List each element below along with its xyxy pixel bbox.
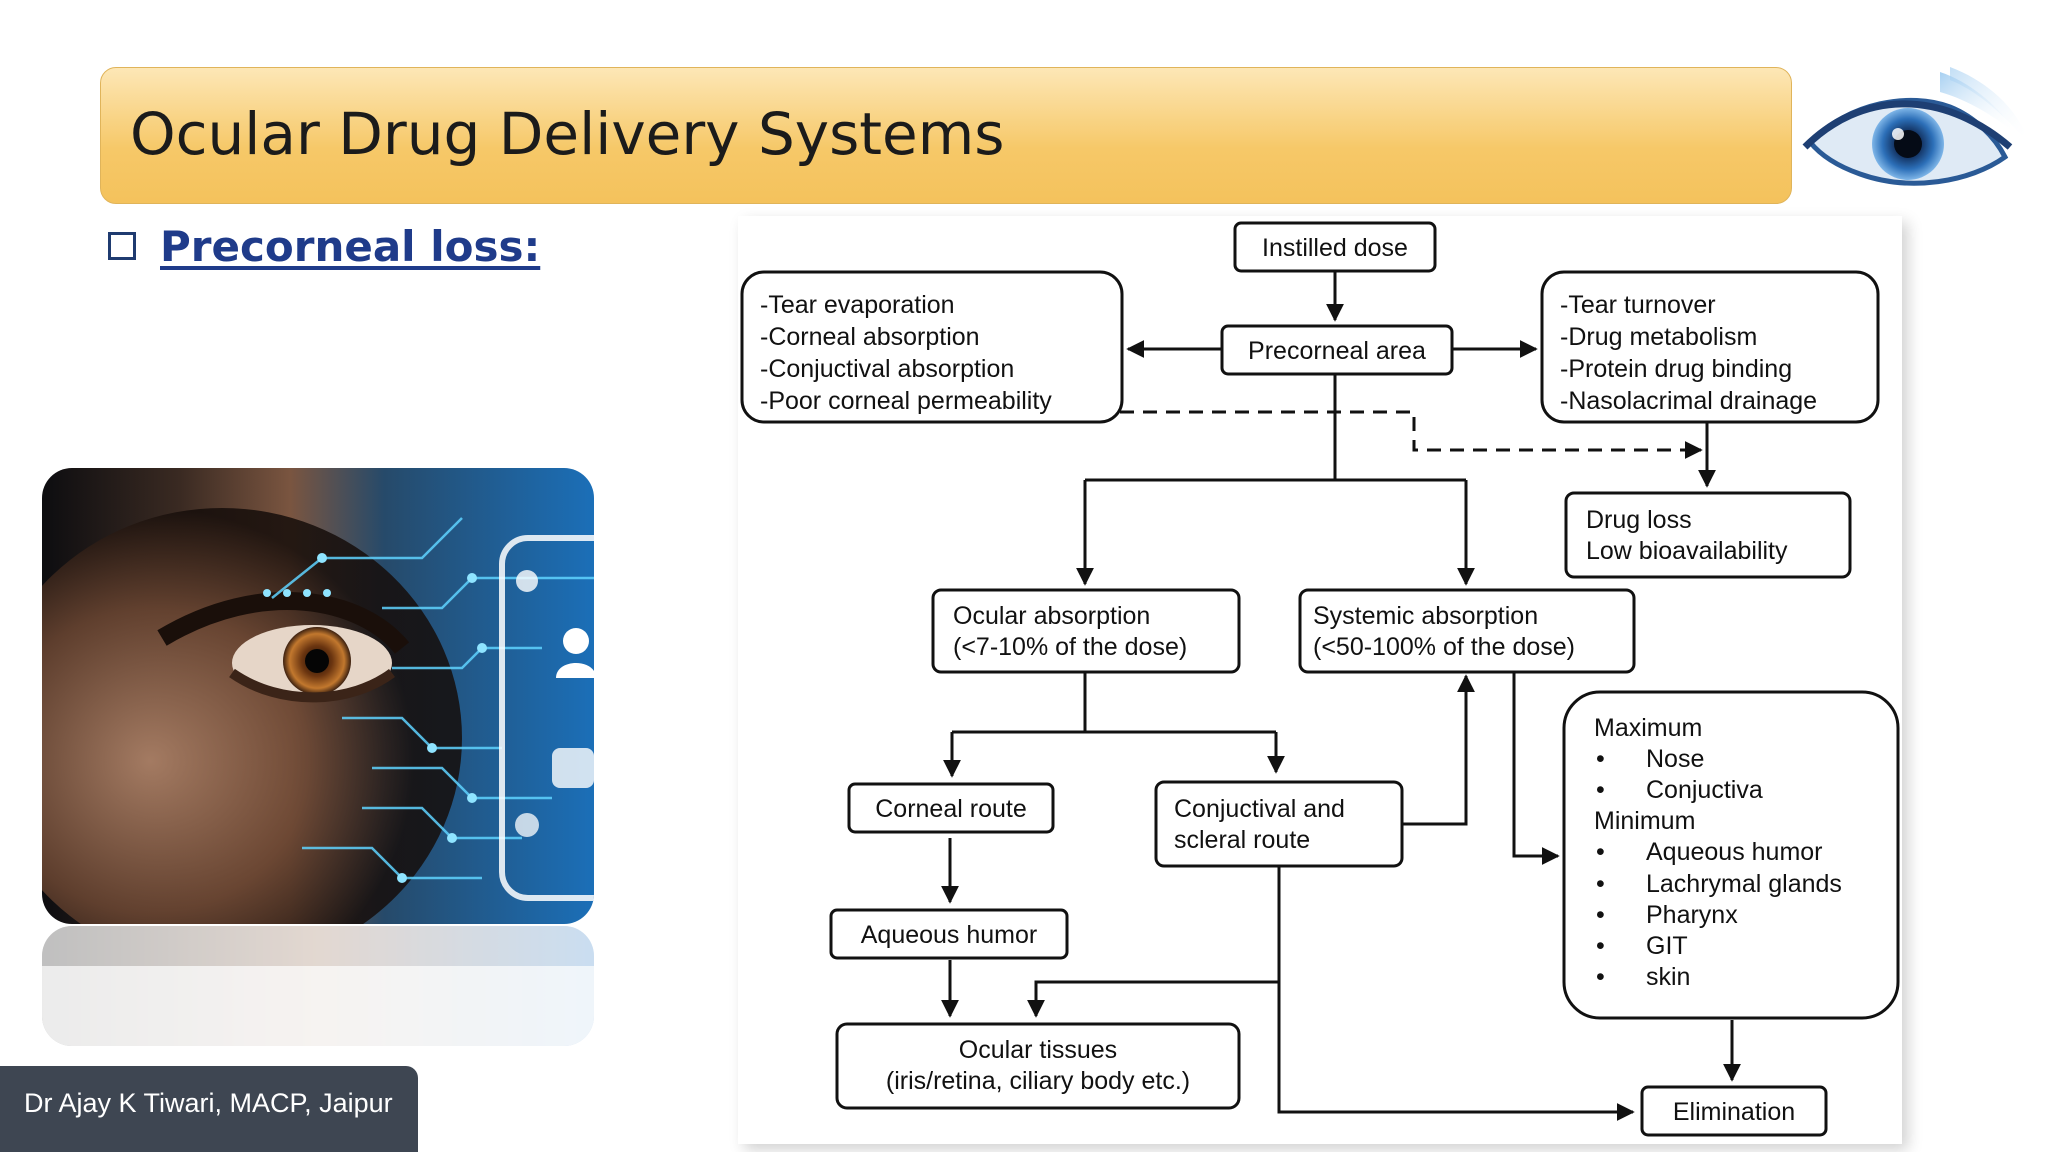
left-loss-item: -Tear evaporation bbox=[760, 291, 955, 319]
drug-loss-label: Drug loss bbox=[1586, 506, 1692, 534]
precorneal-area-label: Precorneal area bbox=[1248, 337, 1426, 365]
bullet-icon: • bbox=[1596, 963, 1605, 991]
precorneal-loss-flowchart: Instilled dose Precorneal area -Tear eva… bbox=[738, 216, 1902, 1144]
systemic-absorption-label: Systemic absorption bbox=[1313, 602, 1538, 630]
systemic-absorption-node: Systemic absorption (<50-100% of the dos… bbox=[1298, 588, 1636, 674]
ocular-tissues-detail: (iris/retina, ciliary body etc.) bbox=[886, 1067, 1190, 1095]
maximum-label: Maximum bbox=[1594, 714, 1702, 742]
ocular-tissues-label: Ocular tissues bbox=[959, 1036, 1117, 1064]
drug-loss-node: Drug loss Low bioavailability bbox=[1564, 491, 1852, 579]
conjunctival-route-label: Conjuctival and bbox=[1174, 795, 1345, 823]
systemic-absorption-percent: (<50-100% of the dose) bbox=[1313, 633, 1575, 661]
elimination-node: Elimination bbox=[1640, 1085, 1828, 1137]
photo-reflection bbox=[42, 926, 594, 1046]
subheading: Precorneal loss: bbox=[108, 216, 540, 276]
scleral-route-label: scleral route bbox=[1174, 826, 1310, 854]
bullet-icon: • bbox=[1596, 745, 1605, 773]
author-footer: Dr Ajay K Tiwari, MACP, Jaipur bbox=[0, 1066, 418, 1152]
left-loss-item: -Poor corneal permeability bbox=[760, 387, 1052, 415]
min-item: Pharynx bbox=[1646, 901, 1738, 929]
right-loss-item: -Tear turnover bbox=[1560, 291, 1716, 319]
conjunctival-route-node: Conjuctival and scleral route bbox=[1154, 780, 1404, 868]
corneal-route-node: Corneal route bbox=[847, 782, 1055, 834]
max-item: Nose bbox=[1646, 745, 1704, 773]
ocular-absorption-percent: (<7-10% of the dose) bbox=[953, 633, 1187, 661]
slide-title: Ocular Drug Delivery Systems bbox=[130, 100, 1005, 168]
ocular-tissues-node: Ocular tissues (iris/retina, ciliary bod… bbox=[835, 1022, 1241, 1110]
left-loss-item: -Conjuctival absorption bbox=[760, 355, 1014, 383]
precorneal-area-node: Precorneal area bbox=[1220, 324, 1454, 376]
corneal-route-label: Corneal route bbox=[875, 795, 1026, 823]
eye-technology-photo bbox=[42, 468, 594, 924]
instilled-dose-node: Instilled dose bbox=[1233, 221, 1437, 273]
minimum-label: Minimum bbox=[1594, 807, 1695, 835]
bullet-icon: • bbox=[1596, 838, 1605, 866]
flowchart-canvas: Instilled dose Precorneal area -Tear eva… bbox=[740, 221, 1900, 1137]
title-bar bbox=[100, 67, 1792, 204]
bullet-icon: • bbox=[1596, 776, 1605, 804]
bioavailability-label: Low bioavailability bbox=[1586, 537, 1788, 565]
left-loss-item: -Corneal absorption bbox=[760, 323, 980, 351]
checkbox-bullet-icon bbox=[108, 232, 136, 260]
eye-logo-icon bbox=[1802, 67, 2028, 186]
ocular-absorption-node: Ocular absorption (<7-10% of the dose) bbox=[931, 588, 1241, 674]
bullet-icon: • bbox=[1596, 932, 1605, 960]
right-loss-item: -Drug metabolism bbox=[1560, 323, 1757, 351]
right-loss-item: -Nasolacrimal drainage bbox=[1560, 387, 1817, 415]
elimination-label: Elimination bbox=[1673, 1098, 1795, 1126]
right-loss-item: -Protein drug binding bbox=[1560, 355, 1792, 383]
aqueous-humor-node: Aqueous humor bbox=[829, 908, 1069, 960]
min-item: GIT bbox=[1646, 932, 1688, 960]
max-item: Conjuctiva bbox=[1646, 776, 1763, 804]
ocular-absorption-label: Ocular absorption bbox=[953, 602, 1150, 630]
bullet-icon: • bbox=[1596, 901, 1605, 929]
subheading-label: Precorneal loss: bbox=[160, 221, 541, 271]
min-item: Aqueous humor bbox=[1646, 838, 1823, 866]
min-item: skin bbox=[1646, 963, 1690, 991]
right-losses-node: -Tear turnover -Drug metabolism -Protein… bbox=[1540, 270, 1880, 424]
aqueous-humor-label: Aqueous humor bbox=[861, 921, 1038, 949]
instilled-dose-label: Instilled dose bbox=[1262, 234, 1408, 262]
left-losses-node: -Tear evaporation -Corneal absorption -C… bbox=[740, 270, 1124, 424]
bullet-icon: • bbox=[1596, 870, 1605, 898]
min-item: Lachrymal glands bbox=[1646, 870, 1842, 898]
distribution-node: Maximum • Nose • Conjuctiva Minimum • Aq… bbox=[1562, 690, 1900, 1020]
